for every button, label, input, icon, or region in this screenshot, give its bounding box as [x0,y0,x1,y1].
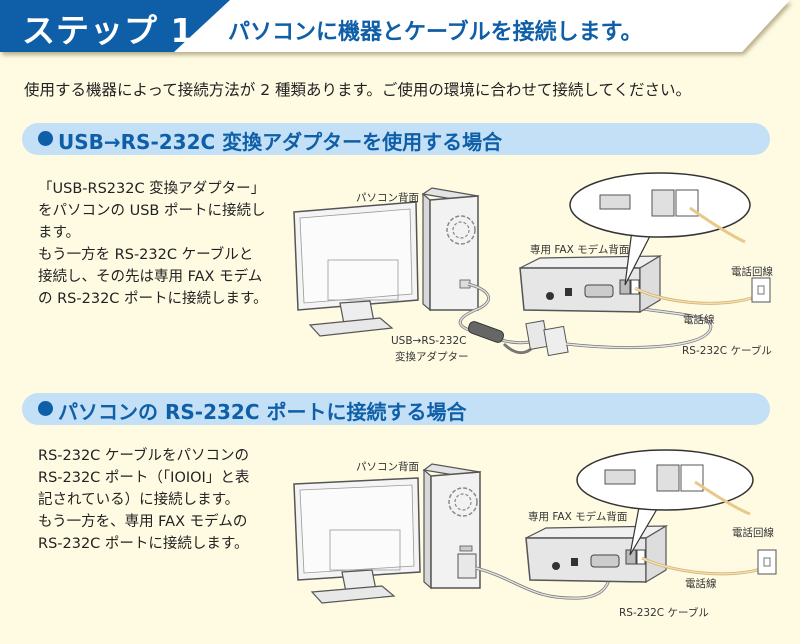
description-line: もう一方を、専用 FAX モデムの [38,514,248,530]
description-line: RS-232C ケーブルをパソコンの [38,448,250,464]
caption-modem-back: 専用 FAX モデム背面 [530,244,630,256]
caption-phone-cable: 電話線 [683,314,715,326]
step-header: ステップ 1 パソコンに機器とケーブルを接続します。 [0,0,800,58]
description-line: 接続し、その先は専用 FAX モデム [38,269,263,285]
section-heading-usb-adapter: USB→RS-232C 変換アダプターを使用する場合 [22,123,770,155]
connection-illustration-rs232c [293,449,777,604]
fax-modem-icon [525,524,669,584]
monitor-icon [293,201,419,337]
description-line: 「USB-RS232C 変換アダプター」 [38,181,266,197]
pc-tower-icon [422,463,482,590]
step-number-label: ステップ 1 [22,11,195,50]
section-heading-label: パソコンの RS-232C ポートに接続する場合 [58,400,467,424]
caption-pc-back: パソコン背面 [356,192,419,204]
description-line: の RS-232C ポートに接続します。 [38,291,268,307]
caption-adapter-line2: 変換アダプター [395,351,469,363]
description-line: もう一方を RS-232C ケーブルと [38,247,254,263]
zoom-callout [569,172,751,286]
db9-connector-icon [543,325,569,357]
caption-rs232c-cable: RS-232C ケーブル [619,607,709,619]
caption-phone-line: 電話回線 [732,527,774,539]
fax-modem-icon [519,254,663,314]
section-description: RS-232C ケーブルをパソコンの RS-232C ポート（「IOIOI」と表… [38,445,288,555]
caption-phone-cable: 電話線 [685,578,717,590]
wall-jack-icon [757,549,777,575]
caption-modem-back: 専用 FAX モデム背面 [528,511,628,523]
bullet-icon [38,131,53,146]
description-line: ます。 [38,225,81,241]
intro-text: 使用する機器によって接続方法が 2 種類あります。ご使用の環境に合わせて接続して… [24,81,691,99]
section-heading-label: USB→RS-232C 変換アダプターを使用する場合 [58,130,503,154]
connection-illustration-usb [293,172,771,357]
db9-connector-icon [457,553,477,579]
zoom-callout [576,449,754,556]
monitor-icon [293,477,421,604]
usb-adapter-icon [467,321,505,343]
description-line: RS-232C ポートに接続します。 [38,536,249,552]
step-title: パソコンに機器とケーブルを接続します。 [228,20,643,45]
description-line: 記されている）に接続します。 [38,492,240,508]
caption-rs232c-cable: RS-232C ケーブル [682,345,772,357]
pc-tower-icon [421,187,480,312]
description-line: をパソコンの USB ポートに接続し [38,203,266,219]
caption-pc-back: パソコン背面 [356,461,419,473]
section-heading-rs232c-port: パソコンの RS-232C ポートに接続する場合 [22,393,770,425]
header-banner-shape [0,0,790,52]
bullet-icon [38,401,53,416]
wall-jack-icon [751,277,771,303]
caption-phone-line: 電話回線 [731,266,773,278]
caption-adapter-line1: USB→RS-232C [391,335,467,347]
section-description: 「USB-RS232C 変換アダプター」 をパソコンの USB ポートに接続し … [38,178,288,310]
description-line: RS-232C ポート（「IOIOI」と表 [38,470,250,486]
